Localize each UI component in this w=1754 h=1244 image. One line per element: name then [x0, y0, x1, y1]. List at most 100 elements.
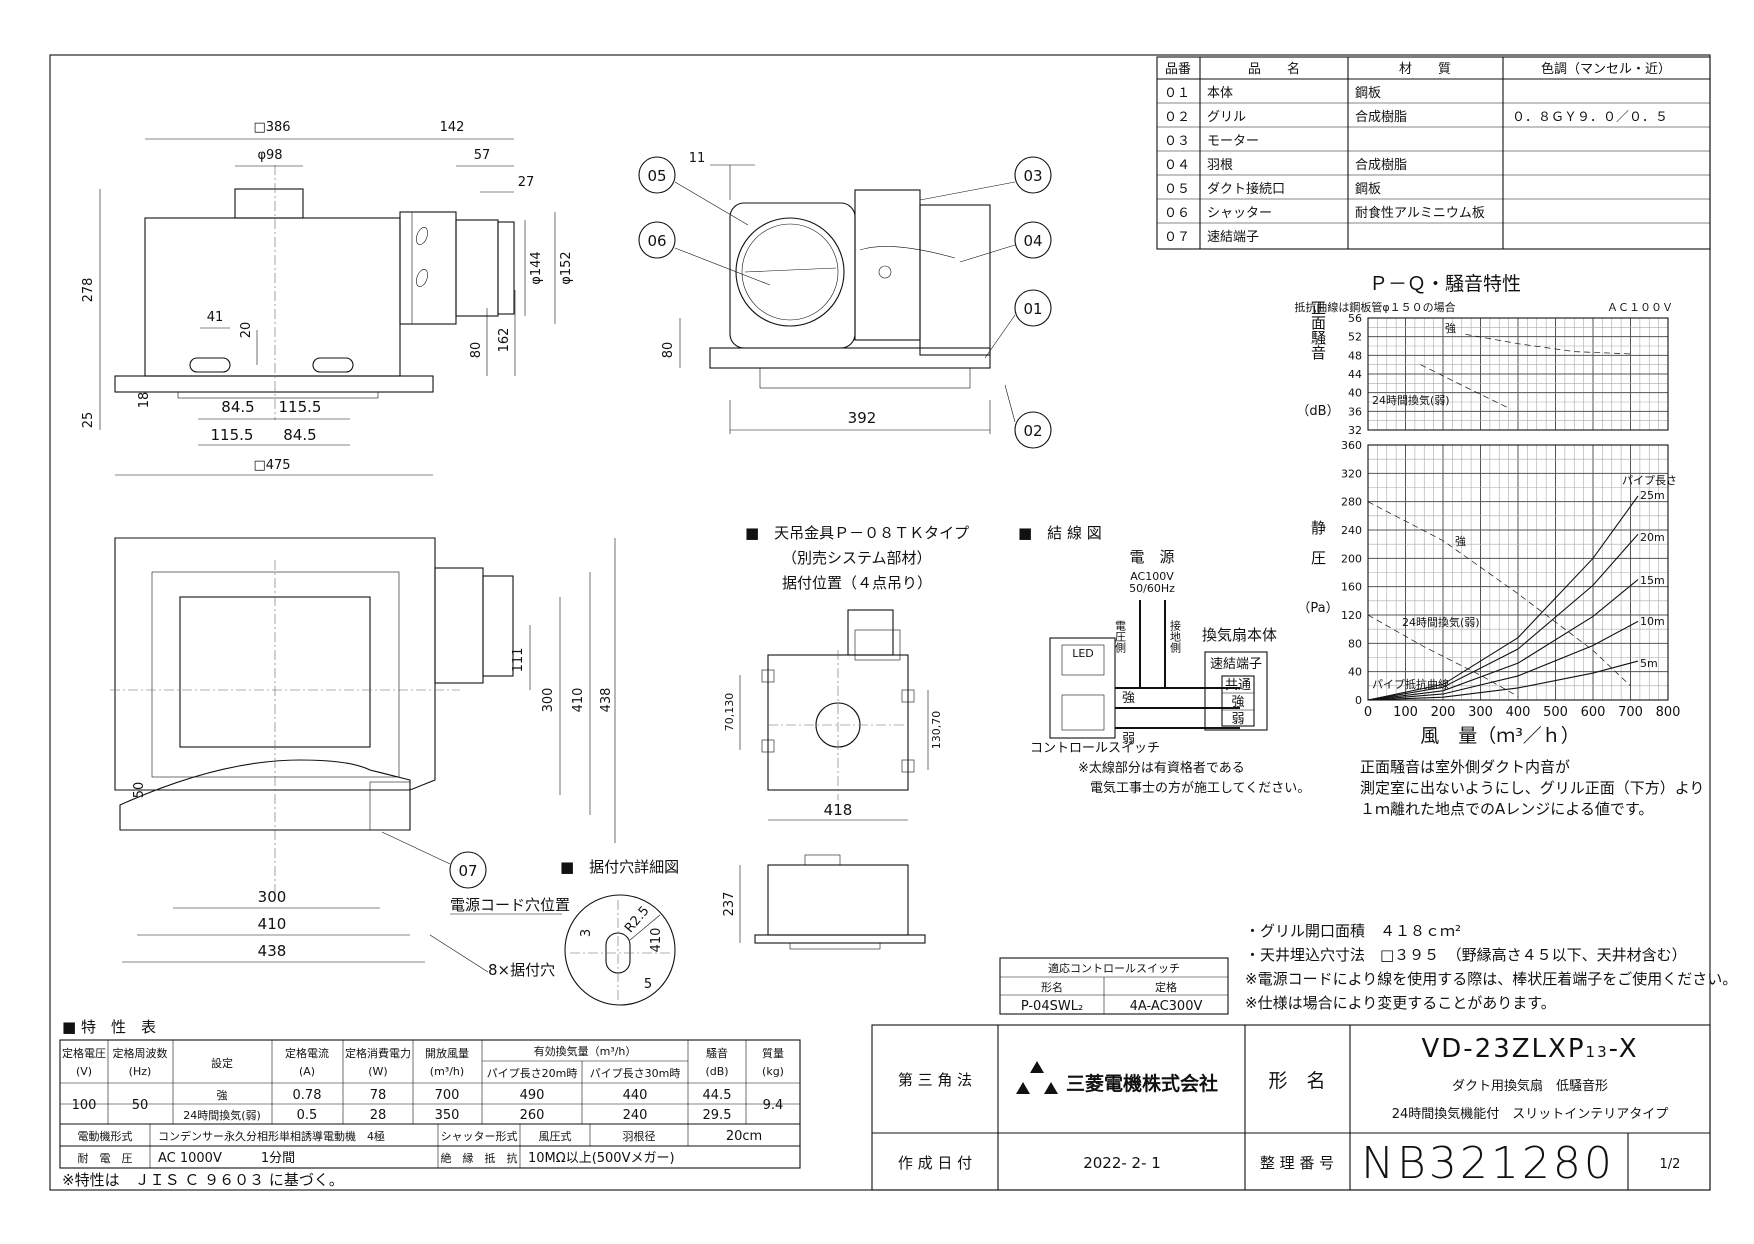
dim-front-20: 20 — [239, 322, 254, 339]
wiring-led: LED — [1072, 647, 1094, 660]
dim-front-278: 278 — [81, 278, 96, 303]
power-cord-hole-label: 電源コード穴位置 — [450, 896, 570, 914]
series-1-4 — [1367, 579, 1639, 701]
dim-front-27: 27 — [518, 175, 535, 190]
pq-xlabel: 風 量（ｍ³／ｈ） — [1420, 725, 1580, 747]
pq-noise-note: 抵抗曲線は鋼板管φ１５０の場合 — [1294, 300, 1455, 314]
parts-cell-2-1: モーター — [1207, 134, 1259, 149]
spec-cell-0-current: 0.78 — [293, 1088, 322, 1103]
noise-tick-52: 52 — [1348, 331, 1362, 344]
series-0-1 — [1420, 364, 1511, 410]
title-model: VD-23ZLXP13-X — [1421, 1034, 1638, 1064]
dim-hanger-70-130: 70,130 — [723, 693, 736, 732]
parts-h-color: 色調（マンセル・近） — [1541, 61, 1671, 77]
plan-view: 111 300 410 438 50 300 410 438 07 電源コード穴… — [110, 537, 616, 979]
wiring-note1: ※太線部分は有資格者である — [1078, 760, 1245, 776]
callout-03: 03 — [1023, 167, 1042, 185]
noise-tick-48: 48 — [1348, 349, 1362, 362]
pq-chart: Ｐ－Ｑ・騒音特性 抵抗曲線は鋼板管φ１５０の場合 ＡＣ１００Ｖ 正面騒音 （dB… — [1294, 273, 1704, 818]
spec-h-flow: 開放風量 — [425, 1046, 469, 1060]
note-2: ・天井埋込穴寸法 □３９５ （野縁高さ４５以下、天井材含む） — [1245, 946, 1687, 964]
spec-h-eff20: パイプ長さ20m時 — [487, 1067, 578, 1080]
title-date: 2022- 2- 1 — [1083, 1154, 1161, 1172]
mounting-hole-label: 8×据付穴 — [488, 961, 555, 979]
spec-cell-0-eff30: 440 — [623, 1088, 648, 1103]
dim-front-115-5b: 115.5 — [211, 426, 254, 444]
dim-front-d144: φ144 — [529, 251, 544, 284]
dim-front-18: 18 — [137, 392, 152, 409]
dim-front-142: 142 — [440, 120, 465, 135]
wiring-note2: 電気工事士の方が施工してください。 — [1090, 780, 1310, 796]
parts-cell-4-0: ０５ — [1164, 182, 1190, 197]
callout-07: 07 — [458, 862, 477, 880]
pressure-tick-80: 80 — [1348, 637, 1362, 650]
spec-voltage: 100 — [72, 1098, 97, 1113]
pressure-tick-280: 280 — [1341, 496, 1362, 509]
series-1-2 — [1367, 495, 1639, 701]
dim-plan-410v: 410 — [571, 688, 586, 713]
title-projection: 第 三 角 法 — [898, 1071, 972, 1089]
x-tick-700: 700 — [1618, 705, 1643, 720]
callout-06: 06 — [647, 232, 666, 250]
switch-rating: 4A-AC300V — [1130, 999, 1203, 1014]
hanger-section: ■ 天吊金具Ｐ－０８ＴＫタイプ （別売システム部材） 据付位置（４点吊り） 70… — [722, 524, 969, 950]
title-number-label: 整 理 番 号 — [1260, 1154, 1334, 1172]
noise-tick-32: 32 — [1348, 424, 1362, 437]
title-page: 1/2 — [1660, 1157, 1681, 1172]
dim-hanger-130-70: 130,70 — [930, 711, 943, 750]
parts-cell-0-0: ０１ — [1164, 86, 1190, 101]
pressure-tick-160: 160 — [1341, 581, 1362, 594]
dim-front-41: 41 — [207, 310, 224, 325]
spec-h-voltage-unit: (V) — [76, 1065, 92, 1078]
spec-h-current-unit: (A) — [299, 1065, 315, 1078]
parts-cell-1-1: グリル — [1207, 110, 1246, 125]
pq-ac: ＡＣ１００Ｖ — [1607, 301, 1673, 314]
noise-tick-44: 44 — [1348, 368, 1362, 381]
spec-shutter: 風圧式 — [539, 1130, 572, 1143]
spec-cell-0-flow: 700 — [435, 1088, 460, 1103]
pipe-len-10m: 10m — [1640, 615, 1665, 628]
spec-h-setting: 設定 — [211, 1056, 233, 1070]
dim-plan-300h: 300 — [258, 888, 287, 906]
parts-h-no: 品番 — [1165, 62, 1191, 77]
spec-h-flow-unit: (m³/h) — [430, 1065, 464, 1078]
title-block: 第 三 角 法 三菱電機株式会社 形 名 VD-23ZLXP13-X ダクト用換… — [871, 1024, 1711, 1191]
spec-blade: 20cm — [726, 1129, 762, 1144]
spec-h-power: 定格消費電力 — [345, 1046, 411, 1060]
series-1-3 — [1367, 533, 1639, 701]
dim-plan-111: 111 — [511, 648, 526, 673]
pressure-tick-40: 40 — [1348, 666, 1362, 679]
x-tick-400: 400 — [1506, 705, 1531, 720]
pressure-tick-0: 0 — [1355, 694, 1362, 707]
spec-cell-1-power: 28 — [370, 1108, 387, 1123]
dim-hole-410: 410 — [649, 928, 664, 953]
pressure-tick-120: 120 — [1341, 609, 1362, 622]
dim-front-25: 25 — [81, 412, 96, 429]
title-desc1: ダクト用換気扇 低騒音形 — [1452, 1078, 1608, 1094]
dim-side-80: 80 — [661, 342, 676, 359]
spec-cell-0-eff20: 490 — [520, 1088, 545, 1103]
wiring-power-spec: AC100V — [1130, 570, 1174, 583]
parts-cell-5-2: 耐食性アルミニウム板 — [1355, 205, 1485, 221]
notes: ・グリル開口面積 ４１８ｃｍ² ・天井埋込穴寸法 □３９５ （野縁高さ４５以下、… — [1245, 922, 1737, 1012]
series-1-1 — [1367, 614, 1519, 697]
title-date-label: 作 成 日 付 — [898, 1154, 972, 1172]
pressure-tick-320: 320 — [1341, 467, 1362, 480]
title-company: 三菱電機株式会社 — [1066, 1072, 1218, 1095]
wiring-power-title: 電 源 — [1129, 548, 1174, 566]
wiring-ground-side: 接地側 — [1169, 620, 1182, 653]
spec-cell-0-noise: 44.5 — [703, 1088, 732, 1103]
noise-tick-56: 56 — [1348, 312, 1362, 325]
switch-title: 適応コントロールスイッチ — [1048, 961, 1180, 975]
parts-cell-0-1: 本体 — [1207, 86, 1233, 101]
parts-cell-5-0: ０６ — [1164, 206, 1190, 221]
noise-tick-36: 36 — [1348, 405, 1362, 418]
parts-cell-4-1: ダクト接続口 — [1207, 181, 1285, 197]
parts-cell-1-2: 合成樹脂 — [1355, 110, 1407, 125]
x-tick-800: 800 — [1656, 705, 1681, 720]
note-3: ※電源コードにより線を使用する際は、棒状圧着端子をご使用ください。 — [1245, 970, 1737, 988]
series-1-5 — [1367, 620, 1639, 701]
wiring-title: ■ 結 線 図 — [1018, 524, 1102, 542]
dim-hanger-237: 237 — [722, 892, 737, 917]
